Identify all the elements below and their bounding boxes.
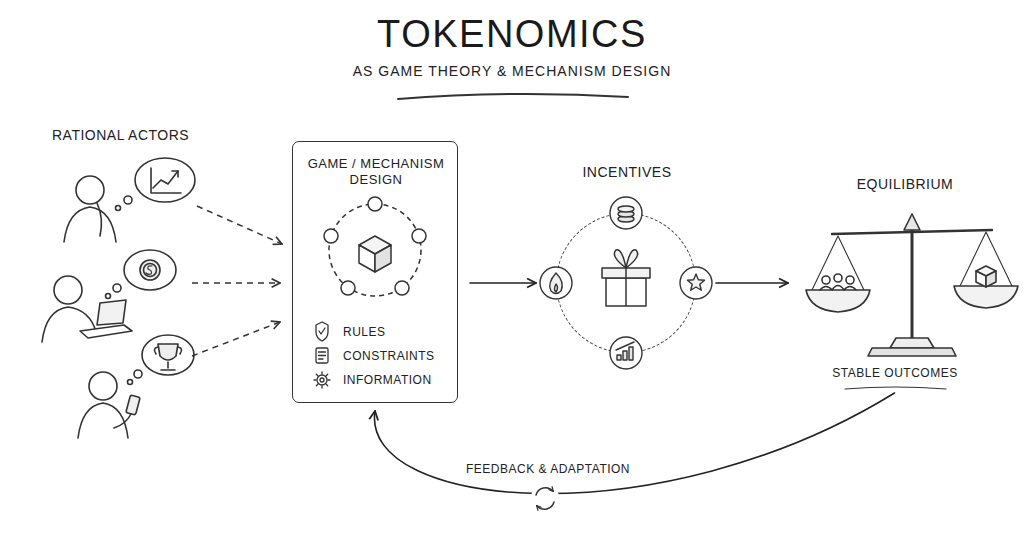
text-label: AS GAME THEORY & MECHANISM DESIGN <box>262 63 762 80</box>
text-label: RATIONAL ACTORS <box>52 127 222 144</box>
edge-label: FEEDBACK & ADAPTATION <box>448 462 648 476</box>
balance-scale <box>806 214 1018 389</box>
gift-symbol <box>602 250 650 306</box>
node-text: INFORMATION <box>343 373 453 387</box>
mechanism-box: GAME / MECHANISM DESIGN RULES CONSTRAINTS I… <box>292 141 458 403</box>
incentive-icon <box>540 197 712 369</box>
network-symbol <box>324 197 426 296</box>
actor-figure <box>64 158 195 242</box>
connector-arrow <box>716 282 788 284</box>
diagram-title: TOKENOMICS <box>0 14 1024 56</box>
node-heading: EQUILIBRIUM <box>800 176 1010 193</box>
node-text: CONSTRAINTS <box>343 349 453 363</box>
node-text: STABLE OUTCOMES <box>795 366 995 380</box>
dashed-arrow <box>192 206 282 356</box>
node-heading: INCENTIVES <box>527 164 727 181</box>
list-icon <box>314 322 330 388</box>
node-heading: GAME / MECHANISM DESIGN <box>301 156 451 187</box>
title-underline <box>398 94 628 99</box>
actor-figure <box>78 335 194 438</box>
cycle-icon <box>531 484 559 512</box>
actor-figure <box>42 250 176 342</box>
equilibrium-group: EQUILIBRIUMSTABLE OUTCOMES <box>800 168 1010 383</box>
connector-arrow <box>470 282 536 284</box>
incentive-circle: INCENTIVES <box>556 213 696 353</box>
node-text: RULES <box>343 325 453 339</box>
connector-arrow <box>374 393 894 494</box>
